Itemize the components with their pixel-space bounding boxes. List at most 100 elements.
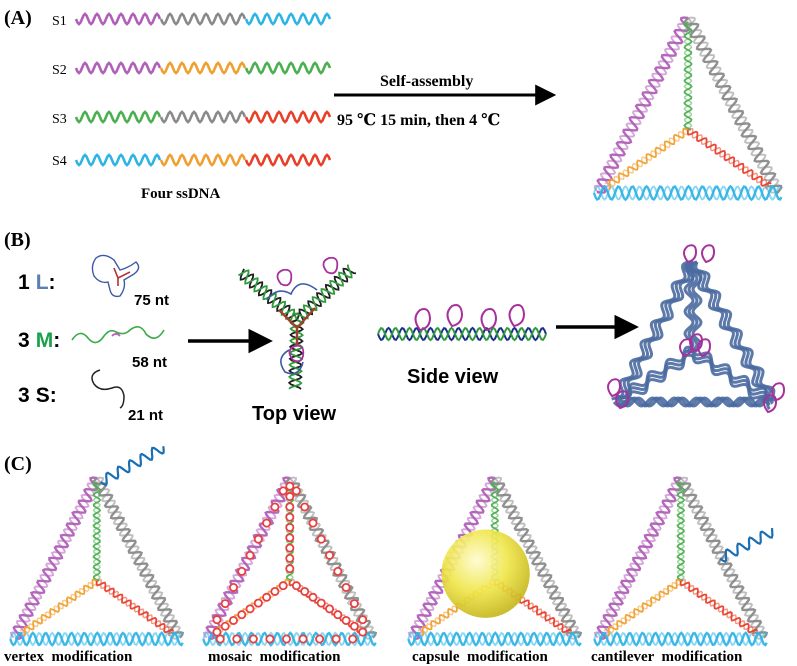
- strand-segment: [74, 61, 162, 75]
- strand-s3: S3: [52, 110, 332, 127]
- mosaic-dot: [285, 481, 295, 491]
- top-view-structure: [237, 256, 357, 390]
- mosaic-dot: [358, 615, 368, 625]
- cantilever-modification-structure: [593, 476, 774, 647]
- mosaic-dot: [341, 615, 351, 625]
- bottom-edge-helix: [592, 184, 783, 202]
- arrow-caption-top: Self-assembly: [380, 73, 473, 90]
- hairpin-icon: [480, 308, 498, 332]
- right-edge-helix: [91, 476, 185, 640]
- mosaic-dot: [331, 634, 341, 644]
- hairpin-icon: [701, 244, 716, 264]
- strand-segment: [159, 12, 247, 26]
- bottom-edge-helix: [407, 631, 582, 647]
- modification-caption: capsule modification: [412, 649, 548, 665]
- strand-wave: [74, 110, 332, 124]
- mosaic-dot: [245, 550, 255, 560]
- mosaic-dot: [228, 615, 238, 625]
- hairpin-icon: [683, 244, 698, 264]
- panel-a: (A) S1 S2 S3 S4 Four ssDNA Self-assembly: [4, 7, 783, 202]
- strand-label: S2: [52, 63, 67, 78]
- inner-helix: [679, 578, 759, 636]
- strand-segment: [244, 12, 332, 26]
- mosaic-dot: [285, 522, 295, 532]
- mosaic-dot: [270, 502, 280, 512]
- mosaic-dot: [281, 634, 291, 644]
- mosaic-dot: [316, 534, 326, 544]
- mosaic-dot: [341, 582, 351, 592]
- mosaic-dot: [349, 621, 359, 631]
- modification-caption: vertex modification: [4, 649, 133, 665]
- mosaic-dot: [215, 634, 225, 644]
- mosaic-dot: [316, 598, 326, 608]
- nt-label: 21 nt: [128, 407, 163, 424]
- assembled-prism-structure: [607, 244, 786, 414]
- mosaic-dot: [220, 621, 230, 631]
- inner-helix: [603, 578, 682, 636]
- hairpin-icon: [288, 344, 305, 363]
- strands-caption: Four ssDNA: [141, 186, 220, 202]
- side-view-label: Side view: [407, 366, 499, 388]
- hairpin-icon: [276, 268, 293, 287]
- right-edge-helix: [682, 16, 783, 195]
- strand-segment: [74, 110, 162, 124]
- mosaic-dot: [285, 492, 295, 502]
- mosaic-dot: [285, 543, 295, 553]
- panel-c-label: (C): [4, 453, 32, 475]
- mosaic-dot: [349, 599, 359, 609]
- nt-label: 75 nt: [134, 292, 169, 309]
- nt-label: 58 nt: [132, 354, 167, 371]
- mosaic-dot: [270, 586, 280, 596]
- strand-wave: [74, 61, 332, 75]
- mosaic-dot: [300, 502, 310, 512]
- mosaic-dot: [212, 627, 222, 637]
- bottom-edge-helix: [202, 631, 377, 647]
- strand-wave: [74, 12, 332, 26]
- strand-s2: S2: [52, 61, 332, 78]
- right-edge-helix: [675, 476, 769, 640]
- inner-helix: [676, 481, 686, 582]
- mosaic-dot: [300, 586, 310, 596]
- cantilever-strand: [719, 528, 774, 563]
- modification-caption: cantilever modification: [591, 649, 743, 665]
- mosaic-dot: [232, 634, 242, 644]
- strand-segment: [159, 153, 247, 167]
- mosaic-dot: [285, 553, 295, 563]
- capsule-sphere: [441, 529, 530, 618]
- inner-helix: [95, 578, 175, 636]
- top-view-label: Top view: [252, 403, 337, 425]
- mosaic-dot: [253, 534, 263, 544]
- mosaic-dot: [237, 610, 247, 620]
- arrow-caption-bottom: 95 ℃ 15 min, then 4 ℃: [337, 112, 500, 129]
- inner-helix: [604, 127, 690, 190]
- loop-strand-icon: [91, 369, 125, 409]
- component-letter: S: [36, 384, 50, 407]
- left-edge-helix: [593, 476, 686, 640]
- hairpin-icon: [607, 378, 622, 398]
- mosaic-dot: [298, 634, 308, 644]
- strand-segment: [159, 110, 247, 124]
- mosaic-dot: [308, 518, 318, 528]
- tetrahedron-structure: [592, 16, 783, 202]
- mosaic-modification-structure: [202, 476, 378, 647]
- mosaic-dot: [333, 610, 343, 620]
- strand-wave: [74, 153, 332, 167]
- mosaic-dot: [253, 598, 263, 608]
- bottom-edge-helix: [593, 631, 768, 647]
- mosaic-dot: [248, 634, 258, 644]
- strand-segment: [159, 61, 247, 75]
- mosaic-dot: [315, 634, 325, 644]
- mosaic-dot: [262, 518, 272, 528]
- mosaic-dot: [285, 533, 295, 543]
- strand-segment: [244, 61, 332, 75]
- hairpin-icon: [689, 333, 704, 353]
- mosaic-dot: [325, 550, 335, 560]
- tripod-strand-icon: [91, 254, 140, 298]
- hairpin-icon: [322, 256, 339, 275]
- bottom-edge-helix: [9, 631, 184, 647]
- component-letter: L: [36, 271, 49, 294]
